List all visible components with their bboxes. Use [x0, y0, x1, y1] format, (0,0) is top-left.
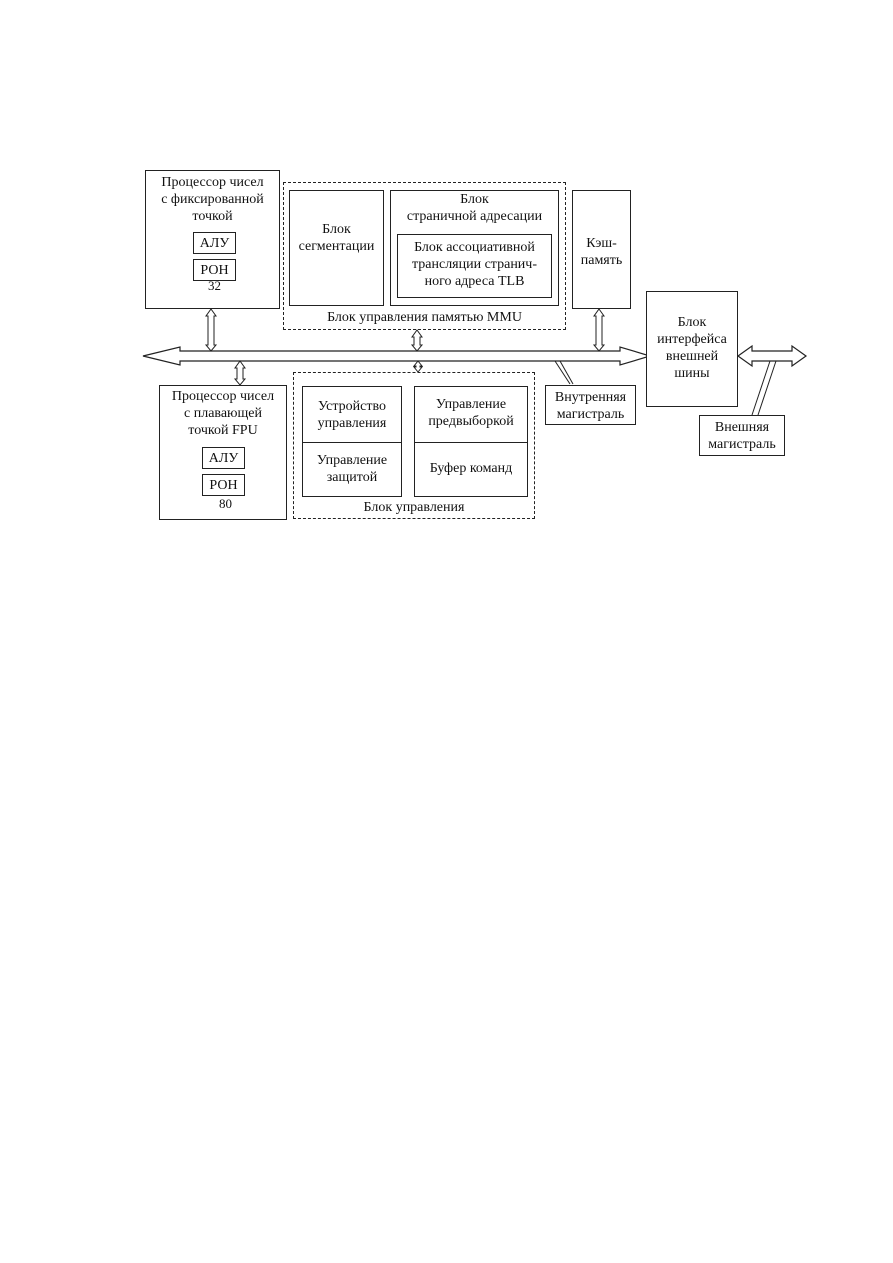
fixed-point-processor-title: Процессор чисел с фиксированной точкой [161, 175, 264, 224]
control-unit-caption: Блок управления [363, 500, 465, 515]
mmu-bus-link [410, 329, 424, 352]
control-unit-group [293, 372, 535, 519]
fpu-ron-label: РОН [209, 478, 238, 493]
internal-bus-arrow [142, 346, 653, 366]
internal-bus-label: Внутренняя магистраль [554, 390, 627, 422]
tlb-unit: Блок ассоциативной трансляции странич- н… [397, 234, 552, 298]
fixed-alu-label: АЛУ [199, 236, 230, 251]
external-bus-leader-2 [757, 360, 777, 416]
cache-memory-label: Кэш- память [580, 236, 623, 268]
bus-interface-unit-label: Блок интерфейса внешней шины [657, 315, 727, 381]
fpu-alu: АЛУ [202, 447, 245, 469]
mmu-group [283, 182, 566, 330]
cache-bus-link [592, 308, 606, 352]
fpu-processor-title: Процессор чисел с плавающей точкой FPU [171, 389, 275, 438]
segmentation-unit: Блок сегментации [289, 190, 384, 306]
bus-interface-unit: Блок интерфейса внешней шины [646, 291, 738, 407]
cache-memory: Кэш- память [572, 190, 631, 309]
fixed-ron-bits: 32 [208, 278, 221, 293]
internal-bus-leader [554, 360, 571, 385]
command-buffer: Буфер команд [414, 442, 528, 497]
prefetch-control: Управление предвыборкой [414, 386, 528, 443]
tlb-unit-label: Блок ассоциативной трансляции странич- н… [411, 240, 537, 289]
external-bus-leader [751, 360, 771, 416]
protection-control-label: Управление защитой [316, 453, 388, 485]
paging-unit-label: Блок страничной адресации [406, 192, 543, 224]
fixed-ron: РОН [193, 259, 236, 281]
internal-bus-label-box: Внутренняя магистраль [545, 385, 636, 425]
protection-control: Управление защитой [302, 442, 402, 497]
external-bus-label-box: Внешняя магистраль [699, 415, 785, 456]
fpu-ron: РОН [202, 474, 245, 496]
fixed-ron-label: РОН [200, 263, 229, 278]
prefetch-control-label: Управление предвыборкой [428, 397, 514, 429]
fpu-ron-bits: 80 [219, 496, 232, 511]
control-bus-link [412, 360, 424, 373]
external-bus-arrow [736, 344, 808, 368]
fpu-bus-link [233, 360, 247, 386]
fpu-alu-label: АЛУ [208, 451, 239, 466]
internal-bus-leader-2 [559, 360, 574, 385]
external-bus-label: Внешняя магистраль [708, 420, 776, 452]
fixed-alu: АЛУ [193, 232, 236, 254]
mmu-caption: Блок управления памятью MMU [327, 310, 522, 325]
control-device: Устройство управления [302, 386, 402, 443]
segmentation-unit-label: Блок сегментации [298, 222, 375, 254]
command-buffer-label: Буфер команд [429, 461, 513, 476]
fixed-cpu-bus-link [204, 308, 218, 352]
control-device-label: Устройство управления [317, 399, 387, 431]
